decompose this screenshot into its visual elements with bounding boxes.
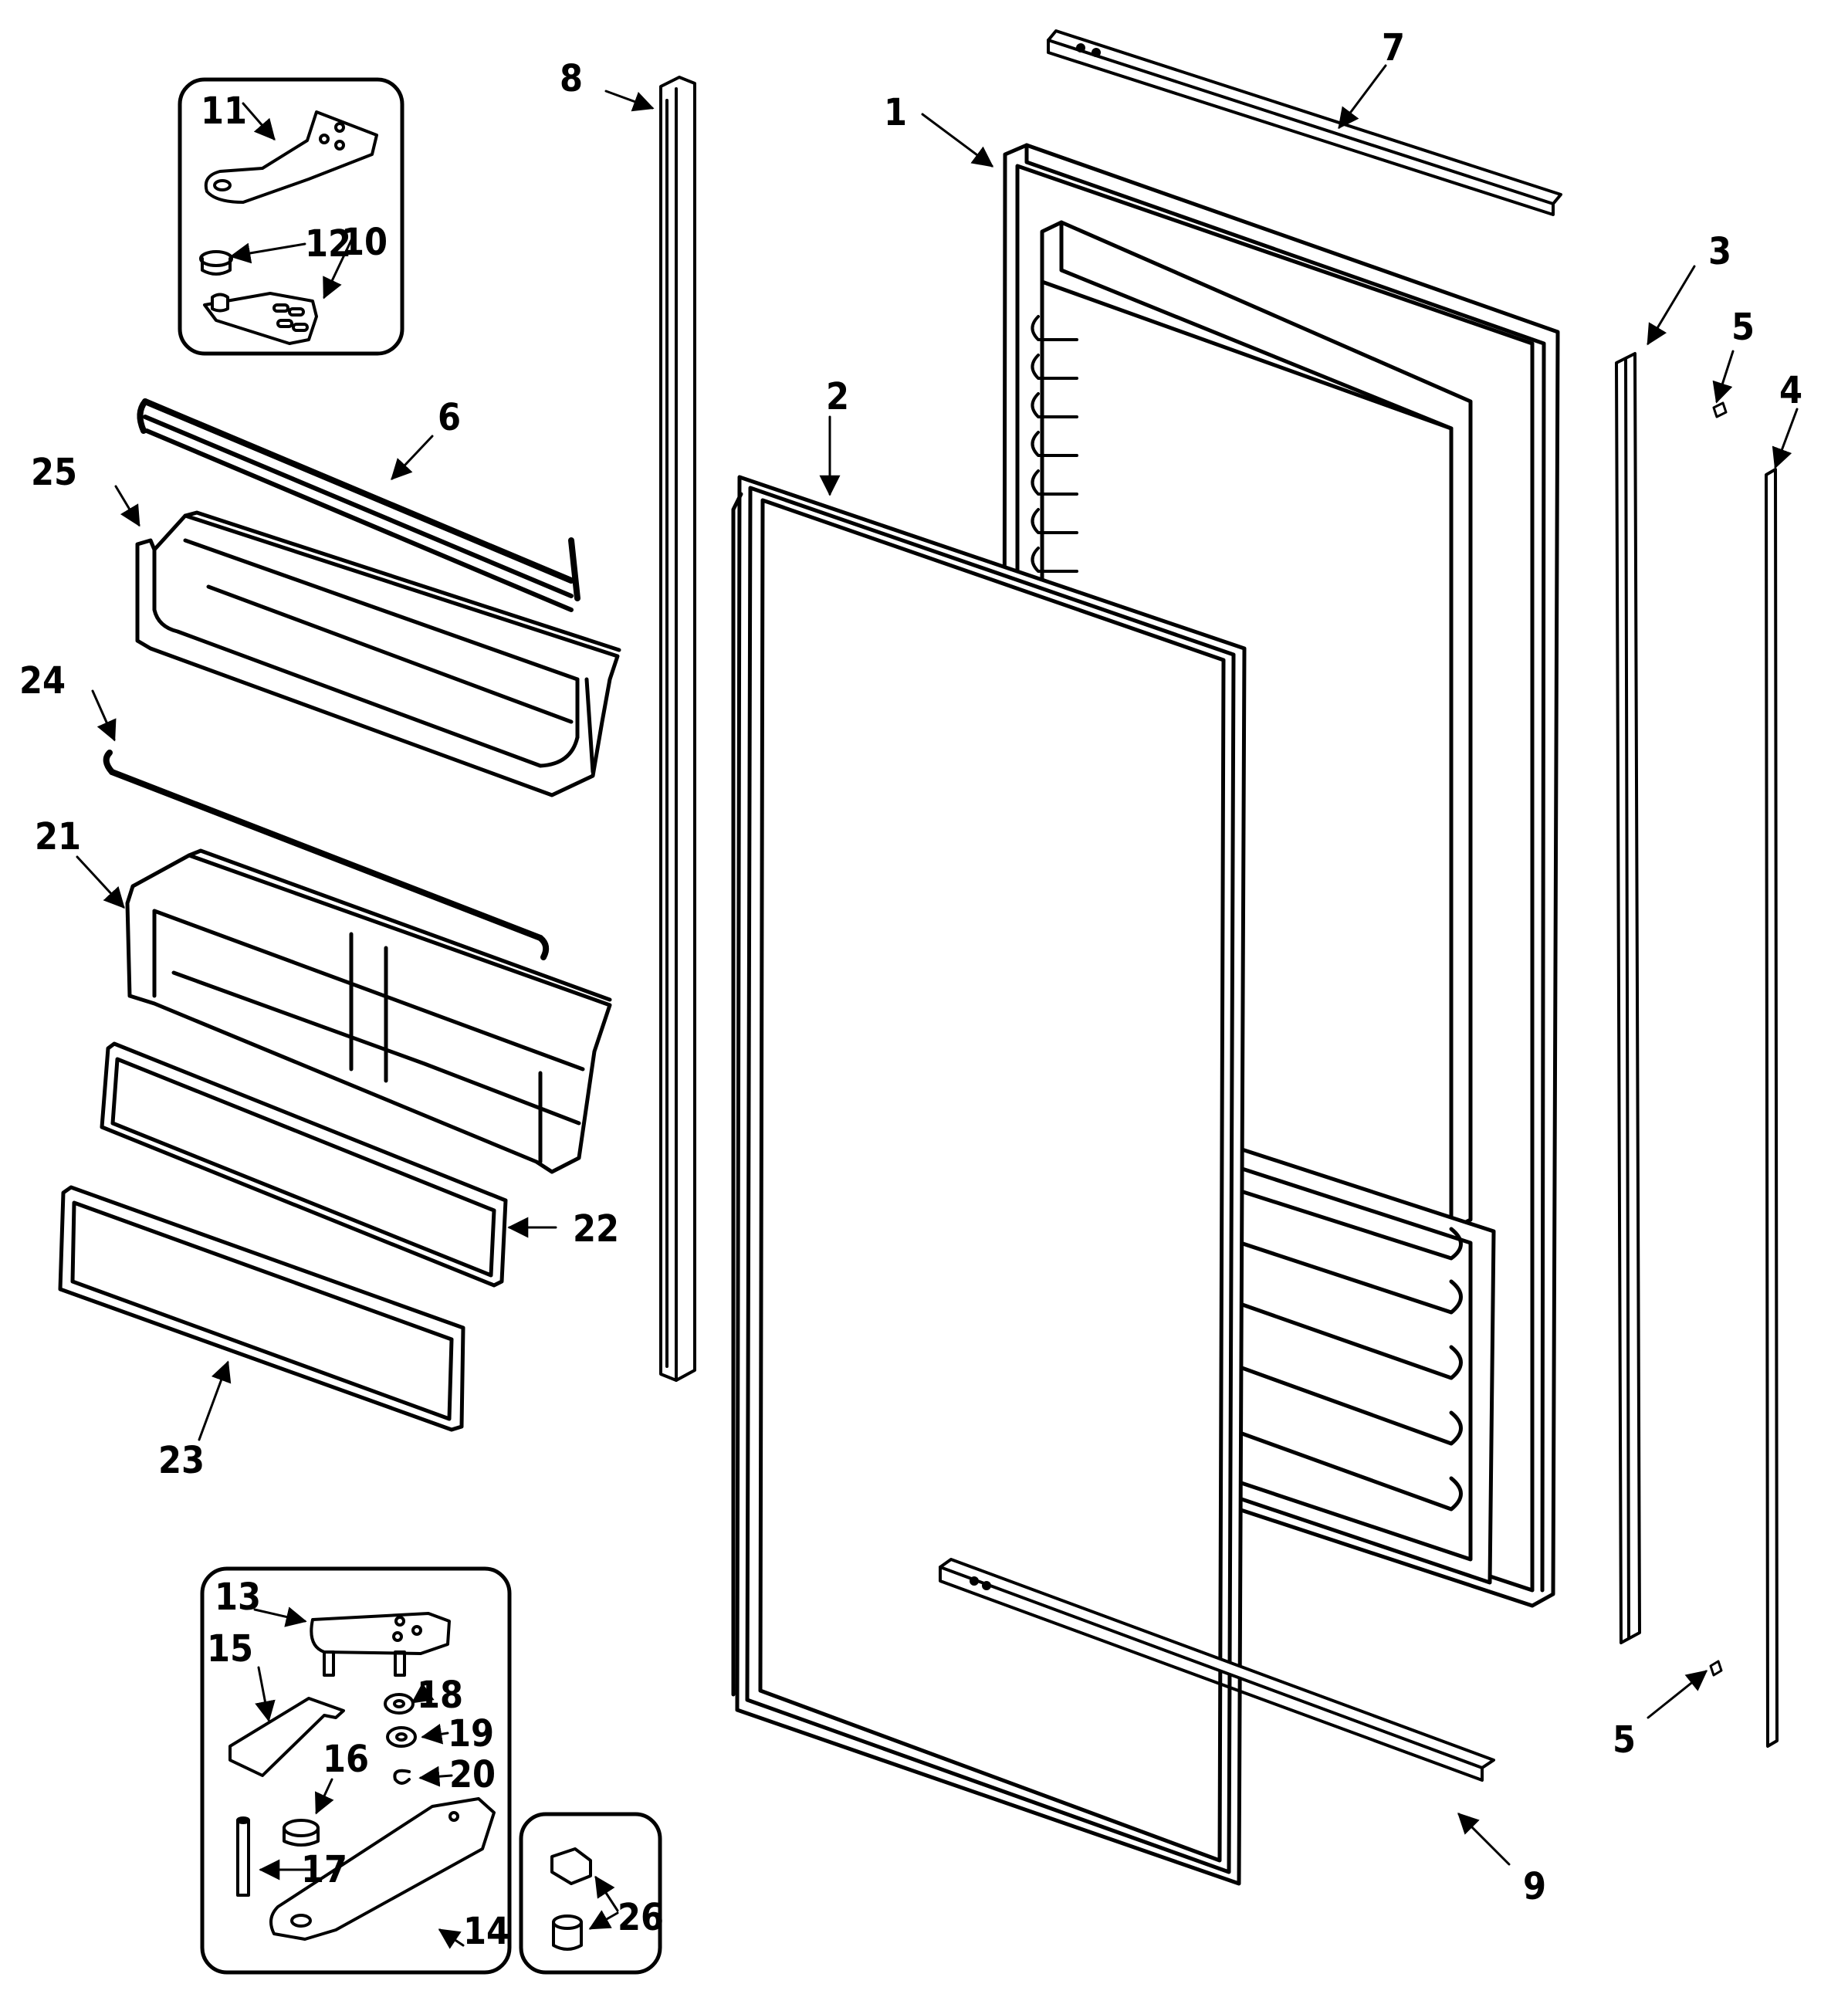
callout-8: 8 (560, 57, 583, 100)
part-2-door-gasket (731, 475, 1247, 1886)
callout-20: 20 (449, 1753, 496, 1796)
part-6-retainer-bar (137, 398, 580, 612)
callout-1: 1 (884, 91, 907, 134)
callout-23: 23 (158, 1439, 205, 1482)
part-24-shelf-bar (103, 750, 550, 960)
part-5-screw-bottom (1709, 1660, 1723, 1677)
callout-2: 2 (826, 375, 849, 418)
callout-11: 11 (201, 90, 247, 133)
part-13-hinge-plate (310, 1612, 451, 1677)
callout-15: 15 (207, 1627, 253, 1671)
inset-part-26 (519, 1812, 662, 1975)
callout-19: 19 (448, 1712, 494, 1755)
callout-10: 10 (341, 221, 388, 264)
part-26-cam-hardware (550, 1847, 592, 1951)
part-8-hinge-trim (659, 76, 696, 1382)
part-10-hinge-pin-plate (203, 292, 318, 345)
part-22-bin-front (100, 1041, 508, 1288)
part-23-bin-front (58, 1185, 465, 1432)
callout-3: 3 (1708, 230, 1731, 273)
part-9-bottom-trim (939, 1558, 1495, 1782)
part-11-top-hinge (204, 110, 378, 204)
part-4-handle-strip (1765, 468, 1779, 1748)
part-20-clip (393, 1769, 411, 1785)
callout-5-bottom: 5 (1613, 1718, 1636, 1762)
part-16-bushing (283, 1819, 320, 1847)
callout-5-top: 5 (1731, 306, 1755, 349)
callout-26: 26 (618, 1896, 664, 1939)
leader-arrows (76, 64, 1799, 1949)
callout-4: 4 (1779, 369, 1802, 412)
inset-hinge-top (178, 77, 404, 356)
callout-22: 22 (573, 1207, 619, 1251)
callout-25: 25 (31, 451, 77, 494)
part-25-door-bin (135, 510, 621, 797)
callout-18: 18 (417, 1674, 463, 1717)
callout-9: 9 (1523, 1865, 1546, 1908)
part-19-washer (386, 1726, 417, 1748)
callout-14: 14 (463, 1910, 509, 1953)
callout-12: 12 (305, 222, 351, 266)
part-18-washer (384, 1693, 415, 1715)
callout-21: 21 (35, 815, 81, 858)
part-3-handle-trim (1615, 352, 1641, 1644)
callout-13: 13 (215, 1576, 261, 1619)
part-17-pin (236, 1816, 250, 1897)
callout-17: 17 (301, 1848, 347, 1891)
part-7-top-trim (1047, 29, 1562, 216)
callout-16: 16 (323, 1738, 369, 1781)
callout-6: 6 (438, 396, 461, 439)
part-15-spacer-plate (228, 1697, 345, 1777)
part-14-bottom-hinge (269, 1797, 496, 1941)
callout-24: 24 (19, 659, 66, 702)
callout-labels: 1 2 3 4 5 5 6 7 8 9 10 11 12 13 14 15 16… (19, 26, 1802, 1953)
part-21-deep-bin (125, 848, 612, 1174)
callout-7: 7 (1382, 26, 1405, 69)
part-5-screw-top (1712, 401, 1728, 418)
